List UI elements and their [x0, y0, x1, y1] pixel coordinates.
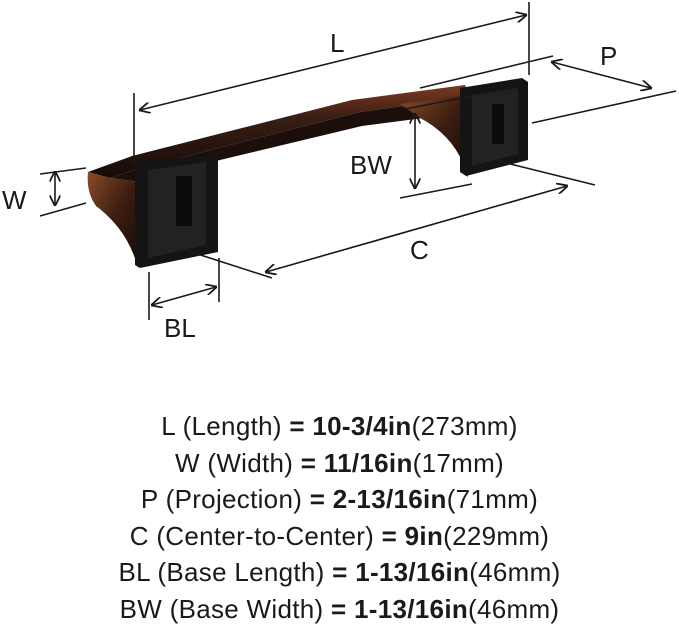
spec-metric: (46mm)	[468, 593, 560, 624]
spec-abbr: BW	[119, 593, 163, 624]
label-l: L	[330, 28, 344, 58]
spec-center-to-center: C (Center-to-Center) = 9in(229mm)	[0, 518, 679, 555]
right-base-slot	[492, 104, 504, 144]
c-extension-left	[184, 249, 273, 279]
spec-equals: =	[300, 447, 317, 478]
spec-abbr: C	[129, 520, 149, 551]
spec-metric: (71mm)	[446, 484, 539, 514]
spec-value: 9in	[404, 520, 444, 551]
spec-name: (Length)	[182, 411, 282, 441]
spec-value: 1-13/16in	[354, 593, 469, 624]
spec-value: 11/16in	[323, 447, 413, 478]
spec-value: 10-3/4in	[312, 411, 412, 441]
w-extension-bottom	[39, 202, 87, 217]
dimension-lines	[39, 2, 677, 320]
spec-equals: =	[309, 484, 326, 514]
spec-name: (Base Width)	[169, 593, 324, 624]
spec-base-length: BL (Base Length) = 1-13/16in(46mm)	[0, 554, 679, 591]
spec-metric: (273mm)	[411, 411, 518, 441]
spec-length: L (Length) = 10-3/4in(273mm)	[0, 408, 679, 445]
handle-left-leg	[87, 172, 140, 268]
spec-value: 1-13/16in	[355, 557, 470, 587]
c-extension-right	[497, 160, 596, 186]
p-dimension-line	[552, 62, 651, 88]
left-base-slot	[176, 176, 192, 226]
label-w: W	[2, 185, 27, 215]
l-dimension-line	[140, 15, 526, 110]
c-dimension-line	[266, 186, 567, 272]
spec-equals: =	[331, 593, 347, 624]
bl-dimension-line	[152, 287, 216, 305]
p-extension-bottom	[531, 90, 677, 124]
w-extension-top	[39, 167, 87, 175]
spec-name: (Base Length)	[157, 557, 325, 587]
spec-abbr: L	[161, 411, 176, 441]
spec-equals: =	[289, 411, 305, 441]
spec-name: (Width)	[207, 447, 294, 478]
spec-metric: (46mm)	[469, 557, 561, 587]
p-extension-top	[419, 55, 554, 89]
spec-abbr: W	[174, 447, 200, 478]
spec-name: (Center-to-Center)	[156, 520, 375, 551]
spec-width: W (Width) = 11/16in(17mm)	[0, 445, 679, 482]
spec-metric: (17mm)	[412, 447, 504, 478]
spec-name: (Projection)	[165, 484, 303, 514]
label-bw: BW	[350, 150, 392, 180]
bw-extension-bottom	[399, 183, 473, 199]
spec-projection: P (Projection) = 2-13/16in(71mm)	[0, 481, 679, 518]
dimension-diagram: L P W BW C BL	[2, 2, 677, 343]
spec-equals: =	[381, 520, 398, 551]
bw-extension-top	[399, 95, 473, 111]
dimension-spec-list: L (Length) = 10-3/4in(273mm) W (Width) =…	[0, 408, 679, 627]
spec-abbr: P	[140, 484, 159, 514]
label-p: P	[600, 41, 617, 71]
spec-base-width: BW (Base Width) = 1-13/16in(46mm)	[0, 591, 679, 628]
spec-value: 2-13/16in	[332, 484, 447, 514]
spec-metric: (229mm)	[443, 520, 550, 551]
label-c: C	[410, 235, 429, 265]
label-bl: BL	[164, 313, 196, 343]
spec-equals: =	[332, 557, 348, 587]
spec-abbr: BL	[118, 557, 150, 587]
